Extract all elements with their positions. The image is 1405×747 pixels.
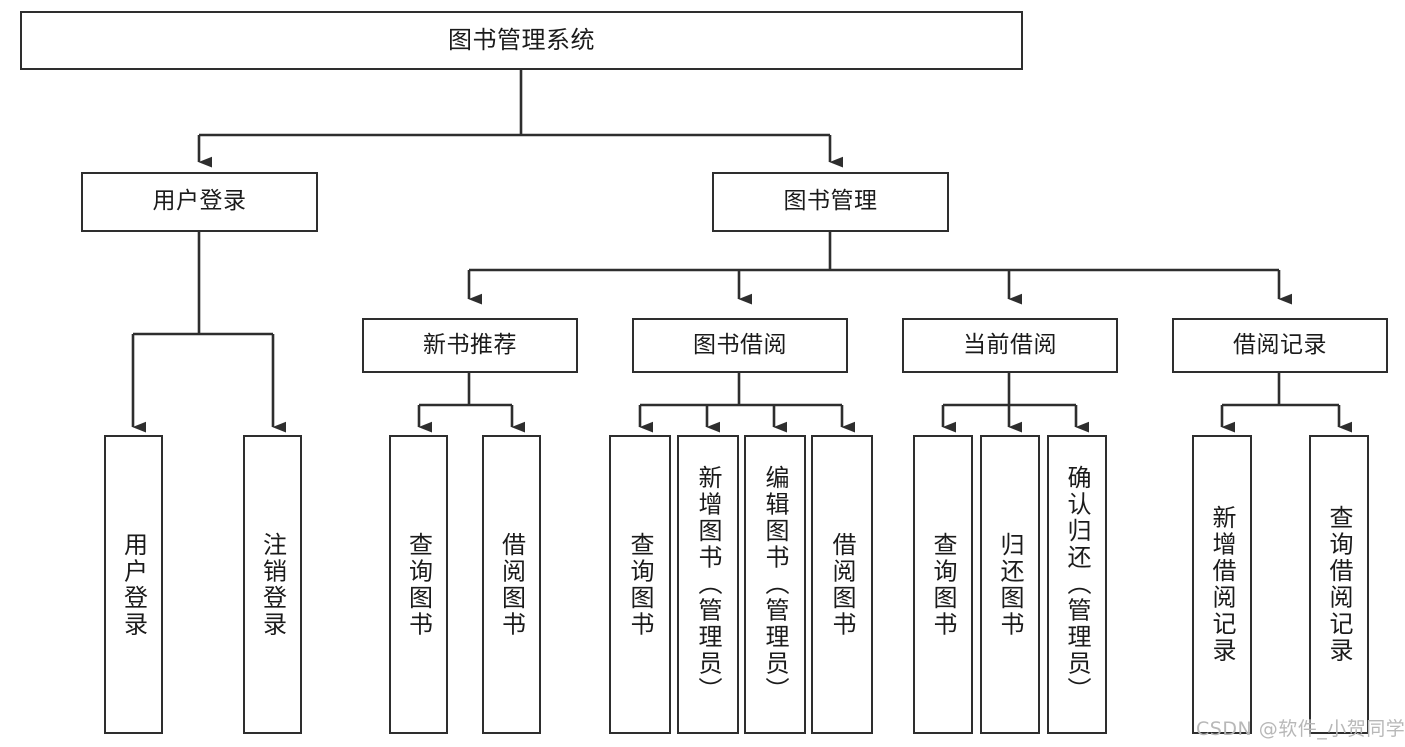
leaf-recommend-borrow-book[interactable]: 借阅图书: [482, 435, 541, 734]
node-root-system[interactable]: 图书管理系统: [20, 11, 1023, 70]
node-label: 注销登录: [258, 531, 287, 638]
leaf-record-add-record[interactable]: 新增借阅记录: [1192, 435, 1252, 734]
leaf-current-confirm-return-admin[interactable]: 确认归还（管理员）: [1047, 435, 1107, 734]
node-label: 图书管理系统: [448, 26, 595, 55]
node-label: 新增借阅记录: [1208, 505, 1236, 664]
node-label: 图书借阅: [693, 331, 787, 358]
leaf-borrow-query-book[interactable]: 查询图书: [609, 435, 671, 734]
leaf-record-query-record[interactable]: 查询借阅记录: [1309, 435, 1369, 734]
node-label: 借阅图书: [497, 531, 526, 638]
node-label: 查询图书: [929, 531, 957, 638]
node-label: 归还图书: [996, 531, 1024, 638]
node-label: 新书推荐: [423, 331, 517, 358]
leaf-borrow-add-book-admin[interactable]: 新增图书（管理员）: [677, 435, 739, 734]
node-label: 图书管理: [783, 188, 878, 215]
node-label: 新增图书（管理员）: [694, 465, 722, 704]
leaf-current-query-book[interactable]: 查询图书: [913, 435, 973, 734]
node-book-management[interactable]: 图书管理: [712, 172, 949, 232]
node-label: 编辑图书（管理员）: [761, 465, 789, 704]
node-label: 借阅图书: [828, 531, 856, 638]
node-label: 查询图书: [626, 531, 654, 638]
node-new-book-recommend[interactable]: 新书推荐: [362, 318, 578, 373]
leaf-recommend-query-book[interactable]: 查询图书: [389, 435, 448, 734]
node-label: 查询借阅记录: [1325, 505, 1353, 664]
node-user-login[interactable]: 用户登录: [81, 172, 318, 232]
leaf-current-return-book[interactable]: 归还图书: [980, 435, 1040, 734]
node-label: 确认归还（管理员）: [1063, 465, 1091, 704]
node-label: 查询图书: [404, 531, 433, 638]
csdn-watermark: CSDN @软件_小贺同学: [1196, 718, 1405, 740]
node-label: 用户登录: [152, 188, 247, 215]
node-label: 借阅记录: [1233, 331, 1327, 358]
node-current-borrow[interactable]: 当前借阅: [902, 318, 1118, 373]
node-label: 用户登录: [119, 531, 148, 638]
node-label: 当前借阅: [963, 331, 1057, 358]
leaf-borrow-edit-book-admin[interactable]: 编辑图书（管理员）: [744, 435, 806, 734]
node-book-borrow[interactable]: 图书借阅: [632, 318, 848, 373]
leaf-borrow-borrow-book[interactable]: 借阅图书: [811, 435, 873, 734]
leaf-user-login-login[interactable]: 用户登录: [104, 435, 163, 734]
leaf-user-login-logout[interactable]: 注销登录: [243, 435, 302, 734]
node-borrow-record[interactable]: 借阅记录: [1172, 318, 1388, 373]
